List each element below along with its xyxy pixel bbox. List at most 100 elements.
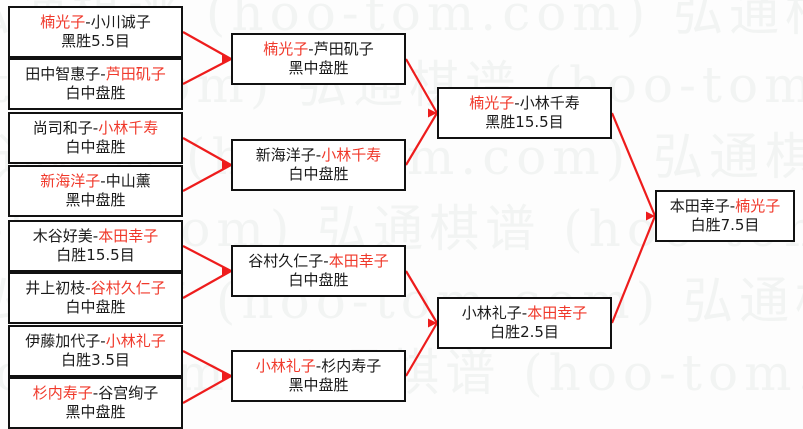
match-result: 白中盘胜 xyxy=(65,297,126,316)
match-players: 新海洋子-小林千寿 xyxy=(256,147,381,164)
player-right: 芦田矶子 xyxy=(105,65,166,84)
player-left: 楠光子 xyxy=(263,40,309,59)
match-box[interactable]: 本田幸子-楠光子白胜7.5目 xyxy=(655,190,795,242)
player-left: 伊藤加代子 xyxy=(25,332,101,351)
connector-line-upper xyxy=(405,58,438,114)
match-box[interactable]: 小林礼子-杉内寿子黑中盘胜 xyxy=(231,350,406,402)
player-left: 木谷好美 xyxy=(32,227,93,246)
match-result: 黑胜5.5目 xyxy=(61,31,130,50)
player-separator: - xyxy=(315,146,322,165)
player-right: 小林礼子 xyxy=(105,332,166,351)
match-result: 白中盘胜 xyxy=(65,83,126,102)
match-box[interactable]: 杉内寿子-谷宫绚子黑中盘胜 xyxy=(8,377,183,429)
connector-line-upper xyxy=(610,112,657,217)
match-players: 小林礼子-杉内寿子 xyxy=(256,358,381,375)
player-right: 小林千寿 xyxy=(98,119,159,138)
match-players: 井上初枝-谷村久仁子 xyxy=(25,280,165,297)
connector-arrow xyxy=(646,211,655,221)
match-players: 杉内寿子-谷宫绚子 xyxy=(33,385,158,402)
connector-line-upper xyxy=(182,31,232,60)
connector-arrow xyxy=(222,266,231,276)
player-separator: - xyxy=(308,40,314,59)
match-result: 白胜7.5目 xyxy=(690,215,760,234)
player-left: 小林礼子 xyxy=(255,357,316,376)
player-left: 田中智惠子 xyxy=(25,65,101,84)
match-box[interactable]: 田中智惠子-芦田矶子白中盘胜 xyxy=(8,58,183,110)
match-players: 谷村久仁子-本田幸子 xyxy=(248,253,388,270)
player-right: 本田幸子 xyxy=(98,227,159,246)
match-result: 白中盘胜 xyxy=(288,270,349,289)
connector-arrow xyxy=(222,54,231,64)
connector-arrow xyxy=(428,318,437,328)
player-right: 谷村久仁子 xyxy=(90,279,166,298)
player-separator: - xyxy=(514,94,520,113)
connector-line-lower xyxy=(405,322,438,377)
player-separator: - xyxy=(729,197,736,216)
match-result: 黑中盘胜 xyxy=(288,375,349,394)
match-players: 新海洋子-中山薰 xyxy=(40,173,150,190)
player-right: 芦田矶子 xyxy=(313,40,374,59)
match-players: 尚司和子-小林千寿 xyxy=(33,120,158,137)
connector-line-upper xyxy=(182,350,232,377)
player-left: 楠光子 xyxy=(40,13,86,32)
player-separator: - xyxy=(92,119,99,138)
match-players: 本田幸子-楠光子 xyxy=(670,198,780,215)
connector-arrow xyxy=(222,160,231,170)
player-left: 杉内寿子 xyxy=(32,384,93,403)
match-box[interactable]: 新海洋子-小林千寿白中盘胜 xyxy=(231,139,406,191)
match-box[interactable]: 楠光子-芦田矶子黑中盘胜 xyxy=(231,33,406,85)
player-right: 本田幸子 xyxy=(527,304,588,323)
player-right: 杉内寿子 xyxy=(321,357,382,376)
player-separator: - xyxy=(85,279,91,298)
player-separator: - xyxy=(323,252,329,271)
match-result: 黑中盘胜 xyxy=(65,402,126,421)
connector-line-upper xyxy=(182,137,232,166)
match-box[interactable]: 小林礼子-本田幸子白胜2.5目 xyxy=(437,297,612,349)
match-result: 白胜2.5目 xyxy=(490,322,559,341)
match-box[interactable]: 新海洋子-中山薰黑中盘胜 xyxy=(8,165,183,217)
player-left: 本田幸子 xyxy=(669,197,730,216)
player-left: 尚司和子 xyxy=(32,119,93,138)
player-separator: - xyxy=(85,13,91,32)
player-separator: - xyxy=(315,357,322,376)
match-box[interactable]: 谷村久仁子-本田幸子白中盘胜 xyxy=(231,245,406,297)
match-result: 黑中盘胜 xyxy=(288,58,349,77)
match-result: 白中盘胜 xyxy=(288,164,349,183)
match-result: 白胜3.5目 xyxy=(61,350,130,369)
match-players: 楠光子-芦田矶子 xyxy=(263,41,373,58)
player-right: 中山薰 xyxy=(105,172,151,191)
match-result: 黑胜15.5目 xyxy=(485,112,564,131)
match-result: 黑中盘胜 xyxy=(65,190,126,209)
match-box[interactable]: 楠光子-小林千寿黑胜15.5目 xyxy=(437,87,612,139)
connector-arrow xyxy=(428,108,437,118)
player-right: 小林千寿 xyxy=(321,146,382,165)
player-right: 小川诚子 xyxy=(90,13,151,32)
player-separator: - xyxy=(92,227,99,246)
match-players: 楠光子-小林千寿 xyxy=(469,95,579,112)
player-right: 小林千寿 xyxy=(519,94,580,113)
connector-line-lower xyxy=(405,112,438,166)
match-box[interactable]: 井上初枝-谷村久仁子白中盘胜 xyxy=(8,272,183,324)
match-result: 白胜15.5目 xyxy=(56,245,135,264)
player-separator: - xyxy=(92,384,99,403)
connector-line-lower xyxy=(182,164,232,192)
match-box[interactable]: 尚司和子-小林千寿白中盘胜 xyxy=(8,112,183,164)
match-result: 白中盘胜 xyxy=(65,137,126,156)
match-box[interactable]: 伊藤加代子-小林礼子白胜3.5目 xyxy=(8,325,183,377)
player-separator: - xyxy=(100,172,106,191)
player-left: 新海洋子 xyxy=(40,172,101,191)
match-players: 木谷好美-本田幸子 xyxy=(33,228,158,245)
match-players: 楠光子-小川诚子 xyxy=(40,14,150,31)
player-left: 井上初枝 xyxy=(25,279,86,298)
player-separator: - xyxy=(100,65,106,84)
match-players: 田中智惠子-芦田矶子 xyxy=(25,66,165,83)
connector-line-lower xyxy=(610,215,657,324)
player-right: 本田幸子 xyxy=(328,252,389,271)
player-left: 新海洋子 xyxy=(255,146,316,165)
match-players: 伊藤加代子-小林礼子 xyxy=(25,333,165,350)
connector-line-upper xyxy=(405,270,438,324)
match-players: 小林礼子-本田幸子 xyxy=(462,305,587,322)
match-box[interactable]: 楠光子-小川诚子黑胜5.5目 xyxy=(8,6,183,58)
match-box[interactable]: 木谷好美-本田幸子白胜15.5目 xyxy=(8,220,183,272)
